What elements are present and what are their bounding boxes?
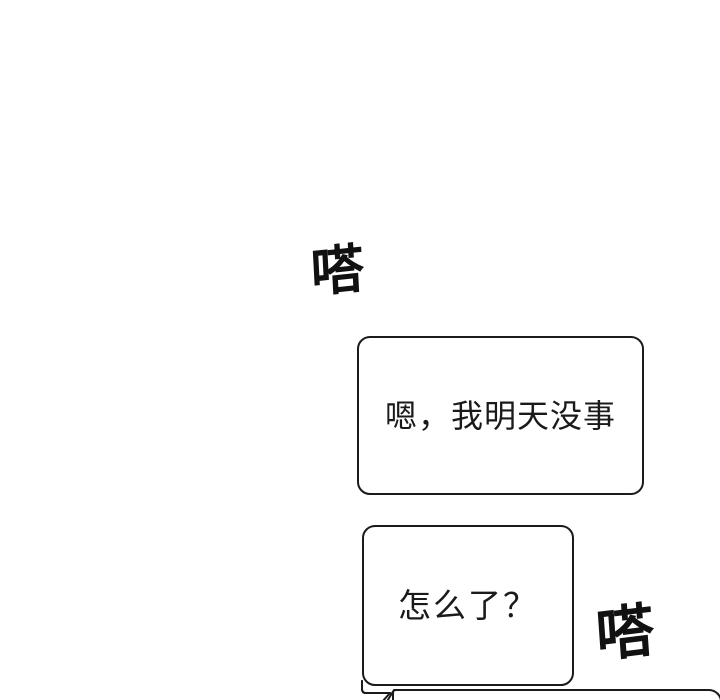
sound-effect-bottom: 嗒 <box>593 595 657 671</box>
speech-bubble-1: 嗯，我明天没事 <box>357 336 644 495</box>
speech-bubble-2: 怎么了？ <box>362 525 574 686</box>
speech-bubble-2-tail-icon <box>361 680 391 700</box>
sound-effect-top: 嗒 <box>309 238 366 305</box>
speech-bubble-1-text: 嗯，我明天没事 <box>384 396 616 435</box>
speech-bubble-2-text: 怎么了？ <box>398 585 538 625</box>
speech-bubble-3 <box>392 689 720 700</box>
speech-bubble-3-corner-icon <box>386 689 409 700</box>
